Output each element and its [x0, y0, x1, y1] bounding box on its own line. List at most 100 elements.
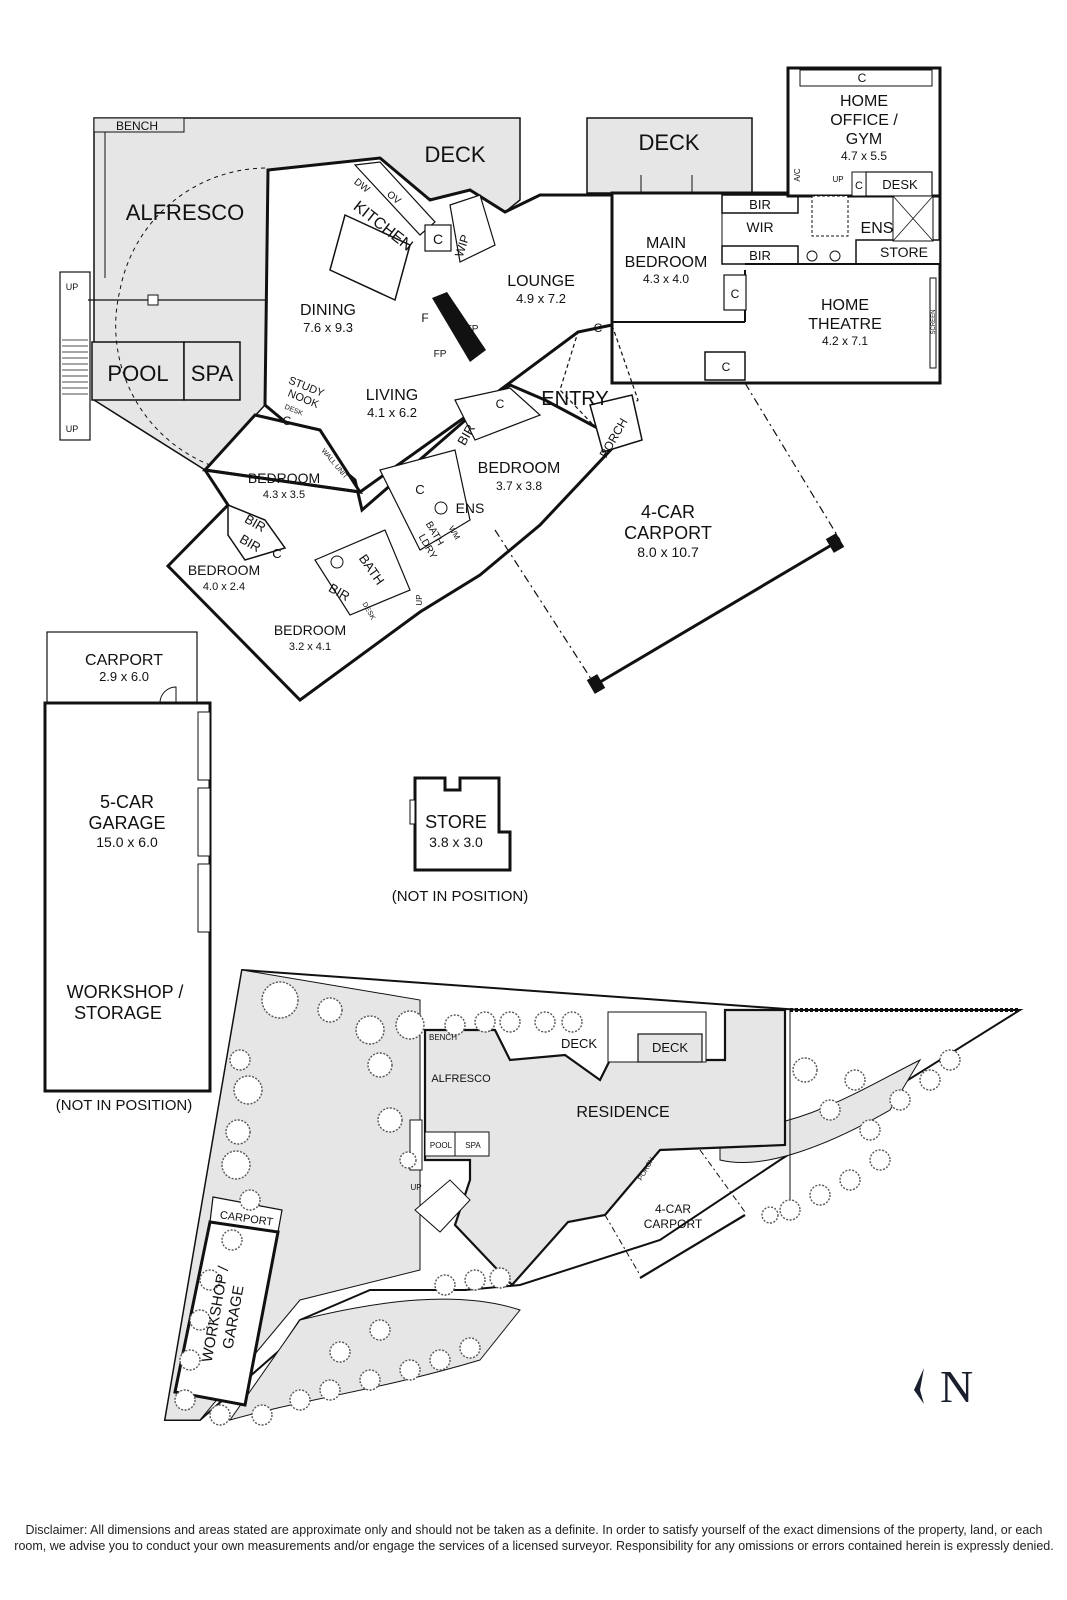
spa [183, 341, 241, 401]
label-4car: 4-CAR [641, 502, 695, 522]
label-garage1: 5-CAR [100, 792, 154, 812]
label-workshop1: WORKSHOP / [67, 982, 184, 1002]
tree-icon [317, 997, 343, 1023]
label-bedroom3: BEDROOM [188, 562, 260, 578]
kitchen-island [329, 213, 411, 302]
label-up-bottom: UP [66, 424, 79, 434]
label-kitchen-c: C [433, 231, 443, 247]
label-home-office1: HOME [840, 93, 888, 110]
north-arrow-icon [914, 1368, 924, 1404]
tree-icon [319, 1379, 341, 1401]
label-lounge-size: 4.9 x 7.2 [516, 291, 566, 306]
site-workshop [173, 1220, 280, 1407]
label-dining-size: 7.6 x 9.3 [303, 320, 353, 335]
tree-icon [395, 1010, 425, 1040]
tree-icon [221, 1229, 243, 1251]
tree-icon [233, 1075, 263, 1105]
label-workshop2: STORAGE [74, 1003, 162, 1023]
theatre-c [704, 351, 746, 381]
tree-icon [779, 1199, 801, 1221]
tree-icon [369, 1319, 391, 1341]
label-c-ens: C [415, 482, 424, 497]
label-c-theatre: C [722, 360, 731, 374]
label-screen: SCREEN [931, 309, 937, 334]
label-c-bed1: C [283, 414, 292, 428]
tree-icon [239, 1189, 261, 1211]
tree-icon [209, 1404, 231, 1426]
label-c-hall: C [731, 287, 740, 301]
store-block [409, 776, 512, 872]
tree-icon [289, 1389, 311, 1411]
label-bedroom3-size: 4.0 x 2.4 [203, 581, 245, 593]
label-home-theatre2: THEATRE [808, 316, 881, 333]
label-4car-size: 8.0 x 10.7 [637, 544, 699, 560]
label-c-desk: C [855, 180, 863, 192]
label-c-office: C [858, 71, 867, 85]
fireplace [432, 292, 486, 362]
tree-icon [844, 1069, 866, 1091]
tree-icon [819, 1099, 841, 1121]
site-label-residence: RESIDENCE [576, 1104, 669, 1121]
label-f: F [421, 311, 428, 325]
label-c-bed3: C [272, 546, 281, 561]
label-fp1: FP [466, 324, 479, 335]
kitchen-counter [353, 161, 436, 236]
label-carport-small-size: 2.9 x 6.0 [99, 669, 149, 684]
site-label-pool: POOL [430, 1141, 453, 1150]
label-pool: POOL [107, 361, 168, 386]
label-not-in-position-2: (NOT IN POSITION) [392, 888, 528, 905]
site-label-4car: 4-CAR [655, 1202, 691, 1216]
kitchen-c [424, 224, 452, 252]
tree-icon [399, 1359, 421, 1381]
tree-icon [221, 1150, 251, 1180]
bench [93, 117, 185, 133]
label-bedroom4-size: 3.2 x 4.1 [289, 641, 331, 653]
main-house [59, 66, 942, 702]
label-living-size: 4.1 x 6.2 [367, 405, 417, 420]
label-home-office2: OFFICE / [830, 112, 898, 129]
tree-icon [251, 1404, 273, 1426]
label-store-out: STORE [425, 812, 487, 832]
label-bedroom4: BEDROOM [274, 622, 346, 638]
label-ens: ENS [456, 500, 485, 516]
label-living: LIVING [366, 387, 418, 404]
label-store-out-size: 3.8 x 3.0 [429, 834, 483, 850]
site-label-up: UP [410, 1183, 421, 1192]
label-wir: WIR [746, 219, 773, 235]
site-residence [423, 1008, 787, 1287]
label-home-office-size: 4.7 x 5.5 [841, 149, 887, 163]
label-bir-main-2: BIR [749, 248, 771, 263]
label-wip: WIP [452, 233, 472, 259]
hall-c [723, 274, 747, 311]
north-label: N [940, 1361, 974, 1412]
label-bir-main-1: BIR [749, 197, 771, 212]
tree-icon [174, 1389, 196, 1411]
tree-icon [261, 981, 299, 1019]
alfresco-stairs [59, 271, 91, 441]
label-ens-main: ENS [861, 220, 894, 237]
site-label-deck2: DECK [652, 1040, 688, 1055]
disclaimer: Disclaimer: All dimensions and areas sta… [14, 1523, 1054, 1553]
label-4car-carport: CARPORT [624, 523, 712, 543]
wip [449, 194, 496, 263]
label-c-bed2: C [496, 397, 505, 411]
label-bedroom1: BEDROOM [248, 470, 320, 486]
label-home-theatre1: HOME [821, 297, 869, 314]
trees [174, 981, 961, 1426]
label-store: STORE [880, 244, 928, 260]
tree-icon [329, 1341, 351, 1363]
label-up-bath: UP [415, 594, 424, 605]
tree-icon [792, 1057, 818, 1083]
label-garage-size: 15.0 x 6.0 [96, 834, 158, 850]
tree-icon [459, 1337, 481, 1359]
label-bedroom2-size: 3.7 x 3.8 [496, 479, 542, 493]
label-ac: A/C [793, 168, 802, 182]
tree-icon [761, 1206, 779, 1224]
label-dining: DINING [300, 302, 356, 319]
label-bedroom2: BEDROOM [478, 460, 561, 477]
site-label-spa: SPA [465, 1141, 481, 1150]
label-home-office3: GYM [846, 131, 882, 148]
site-label-bench: BENCH [429, 1033, 457, 1042]
tree-icon [499, 1011, 521, 1033]
label-main: MAIN [646, 235, 686, 252]
